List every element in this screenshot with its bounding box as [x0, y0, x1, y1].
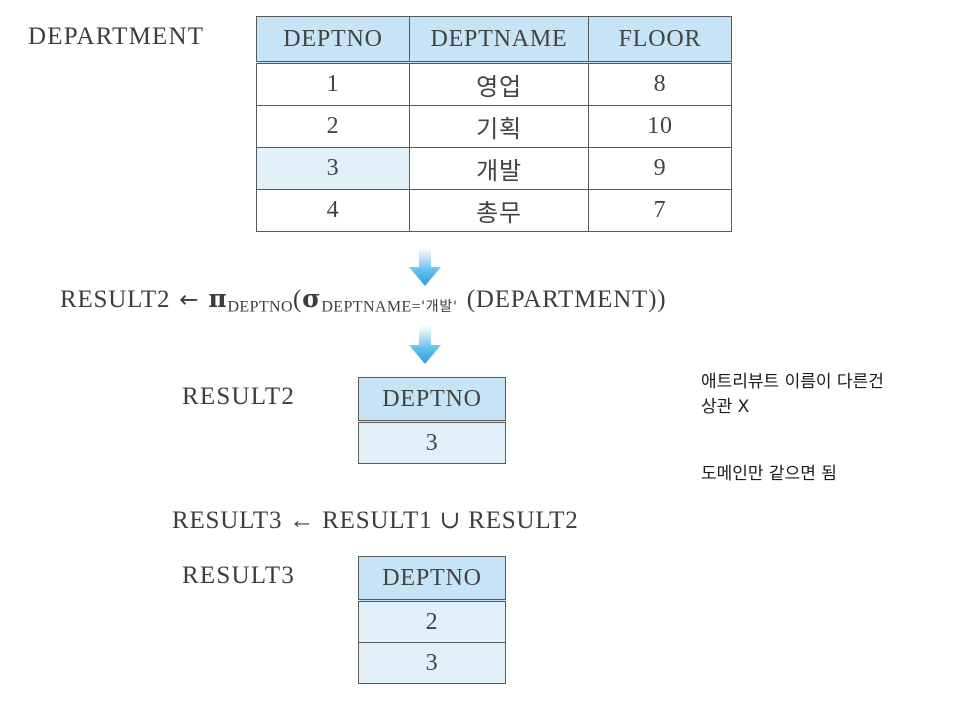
cell-floor: 8	[588, 62, 732, 106]
cell-deptno: 2	[358, 600, 506, 643]
selection-operator: σ	[302, 284, 322, 313]
column-header-deptno: DEPTNO	[358, 377, 506, 423]
cell-floor: 10	[588, 105, 732, 148]
table-row: 2	[358, 600, 506, 643]
projection-subscript: DEPTNO	[227, 298, 293, 316]
table-row: 3	[358, 642, 506, 684]
table-header-row: DEPTNO DEPTNAME FLOOR	[256, 16, 732, 64]
cell-deptno: 3	[358, 642, 506, 684]
arrow-department-to-formula	[408, 247, 442, 292]
column-header-deptno: DEPTNO	[358, 556, 506, 602]
down-arrow-icon	[409, 325, 441, 364]
cell-deptno: 2	[256, 105, 410, 148]
formula-open-paren: (	[292, 286, 303, 313]
arrow-formula-to-result2	[408, 325, 442, 370]
cell-deptno: 4	[256, 189, 410, 232]
cell-deptno: 3	[358, 421, 506, 464]
result3-table: DEPTNO 2 3	[358, 556, 506, 684]
cell-deptname: 개발	[409, 147, 589, 190]
formula-close-paren: )	[657, 286, 667, 313]
cell-deptname: 기획	[409, 105, 589, 148]
selection-subscript-attribute: DEPTNAME=	[321, 298, 422, 316]
formula-result3-line: RESULT3 ← RESULT1 ∪ RESULT2	[172, 507, 579, 534]
note-domain-same: 도메인만 같으면 됨	[701, 464, 837, 484]
column-header-deptno: DEPTNO	[256, 16, 410, 64]
formula-result2-line: RESULT2 ← πDEPTNO(σDEPTNAME='개발' (DEPARTMEN…	[60, 286, 666, 315]
department-relation-label: DEPARTMENT	[28, 23, 205, 50]
table-row: 1 영업 8	[256, 62, 732, 106]
result2-table: DEPTNO 3	[358, 377, 506, 464]
department-table: DEPTNO DEPTNAME FLOOR 1 영업 8 2 기획 10 3 개…	[256, 16, 732, 232]
table-row: 4 총무 7	[256, 189, 732, 232]
cell-deptno-highlighted: 3	[256, 147, 410, 190]
result3-relation-label: RESULT3	[182, 562, 296, 589]
formula-lhs: RESULT2	[60, 286, 171, 313]
cell-deptname: 총무	[409, 189, 589, 232]
note-attribute-names: 애트리뷰트 이름이 다른건 상관 X	[701, 372, 884, 417]
cell-deptname: 영업	[409, 62, 589, 106]
selection-subscript-value: '개발'	[421, 299, 458, 316]
cell-floor: 9	[588, 147, 732, 190]
table-header-row: DEPTNO	[358, 556, 506, 602]
formula-operand: (DEPARTMENT)	[466, 286, 658, 313]
table-row-highlighted: 3 개발 9	[256, 147, 732, 190]
result2-relation-label: RESULT2	[182, 383, 296, 410]
cell-floor: 7	[588, 189, 732, 232]
down-arrow-icon	[409, 247, 441, 286]
column-header-floor: FLOOR	[588, 16, 732, 64]
table-header-row: DEPTNO	[358, 377, 506, 423]
assignment-arrow-icon: ←	[179, 287, 200, 313]
column-header-deptname: DEPTNAME	[409, 16, 589, 64]
table-row: 2 기획 10	[256, 105, 732, 148]
projection-operator: π	[208, 284, 228, 313]
table-row: 3	[358, 421, 506, 464]
cell-deptno: 1	[256, 62, 410, 106]
